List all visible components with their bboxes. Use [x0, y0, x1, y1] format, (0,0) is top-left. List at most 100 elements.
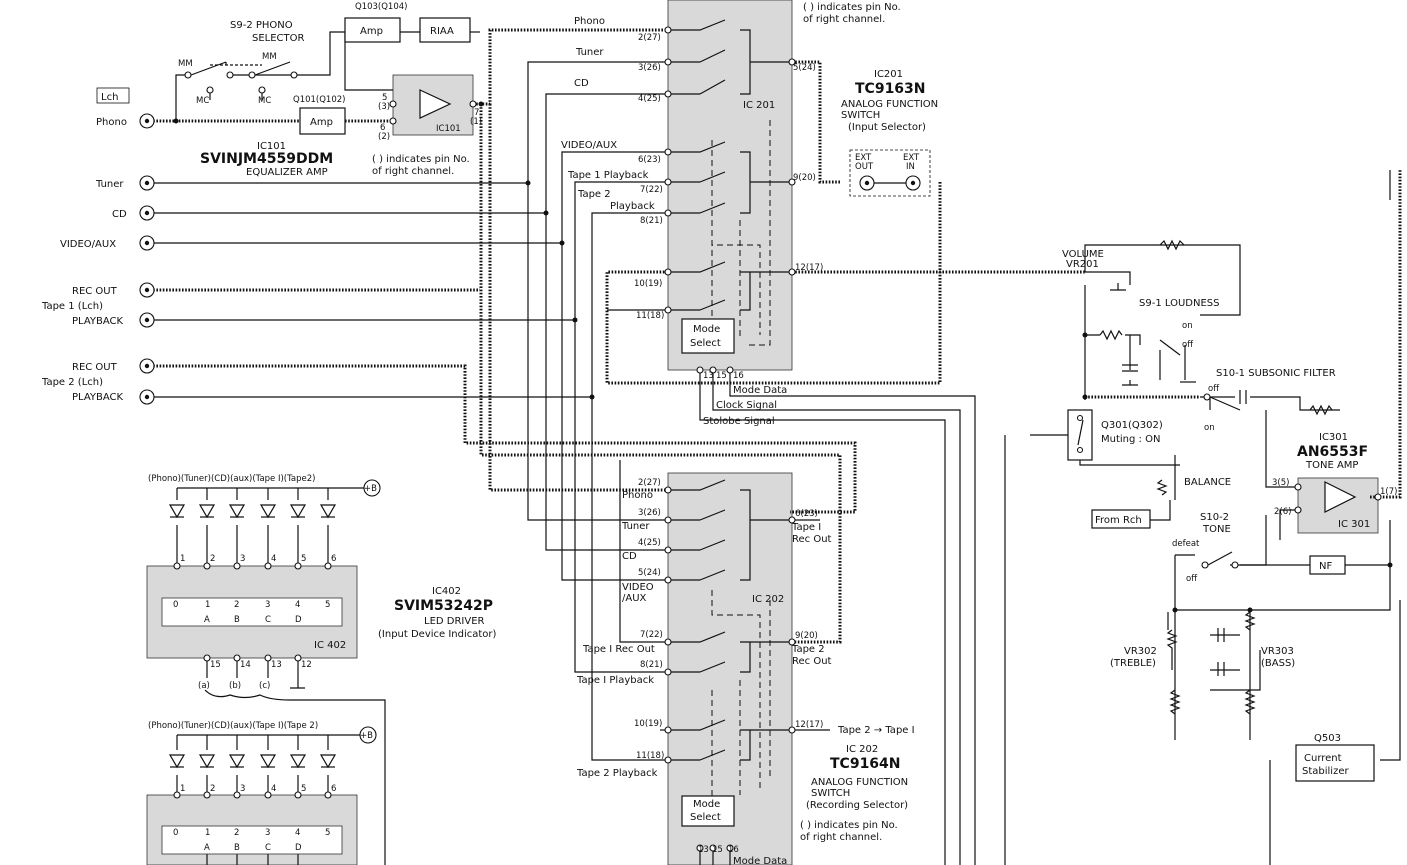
ic301-pin17: 1(7): [1380, 487, 1397, 497]
q101-amp-box: [299, 107, 346, 135]
ic402-pin6: 6: [331, 554, 336, 564]
ic201-mode-select-box: [681, 318, 735, 354]
ic202-tape2-to-1: Tape 2 → Tape I: [837, 725, 915, 736]
ic101-pin7: 7: [474, 108, 479, 118]
ic301-opamp-symbol: [1324, 481, 1357, 513]
ic201-pin9: 9(20): [793, 173, 816, 183]
chip-pin-nodes: [173, 26, 1382, 852]
vr303-label-a: VR303: [1261, 646, 1294, 657]
tone-defeat: defeat: [1172, 539, 1200, 549]
ic402-lower-pin2: 2: [210, 784, 215, 794]
ic402-pin14: 14: [240, 660, 251, 670]
subsonic-on: on: [1204, 423, 1215, 433]
ic201-pin5: 5(24): [793, 63, 816, 73]
mm1-label: MM: [178, 59, 193, 69]
ic402-lower-sel-a: A: [204, 843, 210, 853]
ic402-lower-in1: 1: [205, 828, 210, 838]
ic402-in2: 2: [234, 600, 239, 610]
ic201-in-tuner: Tuner: [575, 47, 604, 58]
ic201-labels: ( ) indicates pin No. of right channel. …: [561, 2, 938, 427]
ic402-in5: 5: [325, 600, 330, 610]
tape1-lch-label: Tape 1 (Lch): [41, 301, 103, 312]
phono-selector-switch: [184, 61, 298, 94]
ic202-title-small: IC 202: [846, 744, 878, 755]
ic402-lower-decoder-box: [161, 825, 343, 855]
mc1-label: MC: [196, 96, 209, 106]
volume-label-a: VOLUME: [1062, 249, 1104, 260]
ic101-pin5: 5: [382, 93, 387, 103]
right-section-labels: VOLUME VR201 S9-1 LOUDNESS on off off S1…: [1062, 249, 1397, 777]
ic402-pin15: 15: [210, 660, 221, 670]
ic402-tag-b: (b): [229, 681, 241, 691]
q103-amp-label: Amp: [360, 26, 383, 37]
ic202-mode-b: Select: [690, 812, 721, 823]
from-rch-box: [1091, 509, 1151, 529]
ic201-pin15: 15: [716, 371, 727, 381]
mm2-label: MM: [262, 52, 277, 62]
subsonic-label: S10-1 SUBSONIC FILTER: [1216, 368, 1336, 379]
ic301-title-small: IC301: [1319, 432, 1348, 443]
ic402-in0: 0: [173, 600, 178, 610]
ic202-desc-b: SWITCH: [811, 788, 850, 799]
ic202-ref-label: IC 202: [752, 594, 784, 605]
ic201-mode-a: Mode: [693, 324, 720, 335]
balance-label: BALANCE: [1184, 477, 1231, 488]
ic202-pin16: 16: [728, 845, 739, 855]
ic402-lower-pin3: 3: [240, 784, 245, 794]
ic201-pin16: 16: [733, 371, 744, 381]
phono-selector-label-b: SELECTOR: [252, 33, 305, 44]
ic101-title-small: IC101: [257, 141, 286, 152]
ic101-title-desc: EQUALIZER AMP: [246, 167, 328, 178]
ic101-ref-label: IC101: [436, 124, 461, 134]
ic402-desc-a: LED DRIVER: [424, 616, 485, 627]
ic402-lower-legend: (Phono)(Tuner)(CD)(aux)(Tape I)(Tape 2): [148, 721, 318, 731]
ic201-pin8: 8(21): [640, 216, 663, 226]
ic202-in-tape2-pb: Tape 2 Playback: [576, 768, 658, 779]
ic402-lower-pin6: 6: [331, 784, 336, 794]
ic202-control-lines: [711, 590, 771, 800]
ic201-clock: Clock Signal: [716, 400, 777, 411]
ic402-tag-a: (a): [198, 681, 210, 691]
input-jacks: [139, 113, 921, 405]
volume-label-b: VR201: [1066, 259, 1099, 270]
stabilizer-label-b: Stabilizer: [1302, 766, 1349, 777]
ic202-pin8: 8(21): [640, 660, 663, 670]
ic402-pin13: 13: [271, 660, 282, 670]
ic202-in-video-b: /AUX: [622, 593, 647, 604]
vr303-label-b: (BASS): [1261, 658, 1295, 669]
ic201-pin6: 6(23): [638, 155, 661, 165]
ic101-pin2: (2): [378, 132, 390, 142]
ic402-lower-in4: 4: [295, 828, 300, 838]
ic202-note-a: ( ) indicates pin No.: [800, 820, 898, 831]
ic402-pin5: 5: [301, 554, 306, 564]
ic402-lower-in2: 2: [234, 828, 239, 838]
ic201-desc-a: ANALOG FUNCTION: [841, 99, 938, 110]
q103-amp-box: [344, 17, 401, 43]
q301-label-a: Q301(Q302): [1101, 420, 1163, 431]
ic301-pin26: 2(6): [1274, 507, 1291, 517]
ic402-in3: 3: [265, 600, 270, 610]
tone-off: off: [1186, 574, 1198, 584]
nf-label: NF: [1319, 561, 1332, 572]
ic402-title-small: IC402: [432, 586, 461, 597]
ext-jack-frame: [849, 149, 931, 197]
ic101-pin3: (3): [378, 102, 390, 112]
ic402-lower-pin1: 1: [180, 784, 185, 794]
ic101-note-a: ( ) indicates pin No.: [372, 154, 470, 165]
ic402-lower-pin5: 5: [301, 784, 306, 794]
ic202-mode-a: Mode: [693, 799, 720, 810]
ic201-desc-c: (Input Selector): [848, 122, 926, 133]
ic402-ref: IC 402: [314, 640, 346, 651]
ic202-note-b: of right channel.: [800, 832, 882, 843]
ic201-in-tape2-a: Tape 2: [577, 189, 611, 200]
phono-stage-labels: S9-2 PHONO SELECTOR MM MM MC MC Q103(Q10…: [178, 2, 482, 178]
ic402-lower-in5: 5: [325, 828, 330, 838]
ic201-note-b: of right channel.: [803, 14, 885, 25]
cd-input-label: CD: [112, 209, 127, 220]
rec-out-1-label: REC OUT: [72, 286, 118, 297]
video-aux-input-label: VIDEO/AUX: [60, 239, 116, 250]
ic402-legend: (Phono)(Tuner)(CD)(aux)(Tape I)(Tape2): [148, 474, 315, 484]
nf-box: [1309, 555, 1346, 575]
ic202-out-tape2-a: Tape 2: [791, 644, 825, 655]
